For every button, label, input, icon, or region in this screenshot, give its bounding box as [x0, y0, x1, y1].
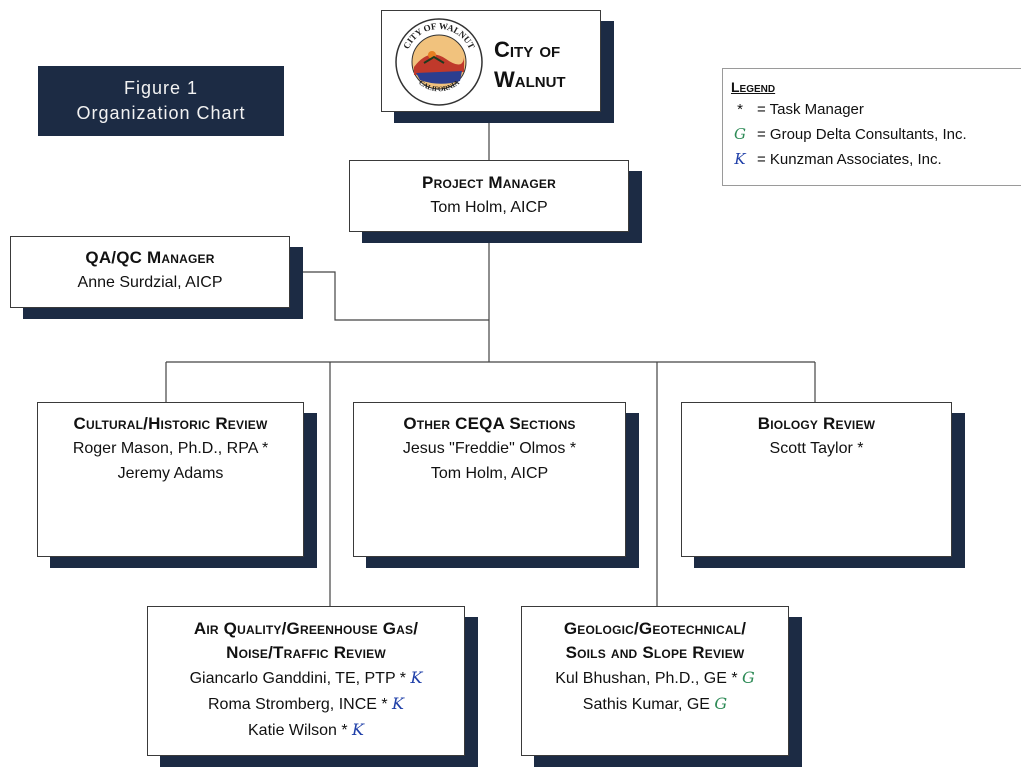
figure-number: Figure 1	[123, 78, 199, 98]
air-quality-title-line1: Air Quality/Greenhouse Gas/	[193, 619, 419, 638]
other-ceqa-sections-title: Other CEQA Sections	[403, 414, 576, 433]
qa-qc-manager-box: QA/QC Manager Anne Surdzial, AICP	[10, 236, 290, 308]
legend-item-label: = Group Delta Consultants, Inc.	[757, 126, 967, 143]
project-manager-name: Tom Holm, AICP	[430, 199, 548, 216]
kunzman-icon: K	[352, 720, 364, 739]
figure-title: Organization Chart	[76, 103, 246, 123]
qa-qc-manager-title: QA/QC Manager	[85, 248, 215, 267]
city-name-line1: City of	[494, 37, 561, 62]
air-quality-title-line2: Noise/Traffic Review	[226, 643, 386, 662]
geologic-title-line2: Soils and Slope Review	[565, 643, 745, 662]
biology-review-box: Biology Review Scott Taylor *	[681, 402, 952, 557]
staff-member: Sathis Kumar, GE G	[582, 694, 728, 713]
city-seal-icon: CITY OF WALNUT CALIFORNIA	[395, 18, 483, 106]
legend-item-label: = Task Manager	[757, 101, 864, 118]
staff-member: Tom Holm, AICP	[430, 465, 549, 482]
staff-member: Scott Taylor *	[769, 440, 864, 457]
biology-review-title: Biology Review	[757, 414, 876, 433]
air-quality-noise-traffic-review-box: Air Quality/Greenhouse Gas/ Noise/Traffi…	[147, 606, 465, 756]
legend: Legend * = Task Manager G = Group Delta Co…	[722, 68, 1021, 186]
cultural-historic-review-box: Cultural/Historic Review Roger Mason, Ph…	[37, 402, 304, 557]
staff-member: Giancarlo Ganddini, TE, PTP * K	[189, 668, 423, 687]
staff-member: Jesus "Freddie" Olmos *	[402, 440, 577, 457]
kunzman-icon: K	[734, 150, 746, 168]
group-delta-icon: G	[742, 668, 755, 687]
project-manager-title: Project Manager	[422, 173, 556, 192]
city-box: CITY OF WALNUT CALIFORNIA City of Walnut	[381, 10, 601, 112]
kunzman-icon: K	[410, 668, 423, 687]
legend-item-group-delta: G = Group Delta Consultants, Inc.	[731, 122, 1021, 147]
staff-member: Katie Wilson * K	[248, 720, 364, 739]
project-manager-box: Project Manager Tom Holm, AICP	[349, 160, 629, 232]
city-name: City of Walnut	[494, 35, 594, 95]
legend-item-label: = Kunzman Associates, Inc.	[757, 151, 942, 168]
group-delta-icon: G	[714, 694, 728, 713]
asterisk-icon: *	[737, 101, 743, 118]
connector-qaqc	[290, 271, 489, 321]
legend-item-kunzman: K = Kunzman Associates, Inc.	[731, 147, 1021, 172]
staff-member: Roma Stromberg, INCE * K	[207, 694, 404, 713]
other-ceqa-sections-box: Other CEQA Sections Jesus "Freddie" Olmo…	[353, 402, 626, 557]
legend-title: Legend	[731, 79, 776, 95]
cultural-historic-review-title: Cultural/Historic Review	[73, 414, 268, 433]
legend-item-task-manager: * = Task Manager	[731, 97, 1021, 122]
geologic-title-line1: Geologic/Geotechnical/	[563, 619, 747, 638]
staff-member: Jeremy Adams	[117, 465, 224, 482]
qa-qc-manager-name: Anne Surdzial, AICP	[77, 274, 223, 291]
city-name-line2: Walnut	[494, 67, 566, 92]
staff-member: Roger Mason, Ph.D., RPA *	[72, 440, 269, 457]
kunzman-icon: K	[392, 694, 404, 713]
group-delta-icon: G	[734, 125, 746, 143]
figure-label: Figure 1 Organization Chart	[38, 66, 284, 136]
geologic-geotechnical-review-box: Geologic/Geotechnical/ Soils and Slope R…	[521, 606, 789, 756]
staff-member: Kul Bhushan, Ph.D., GE * G	[555, 668, 755, 687]
